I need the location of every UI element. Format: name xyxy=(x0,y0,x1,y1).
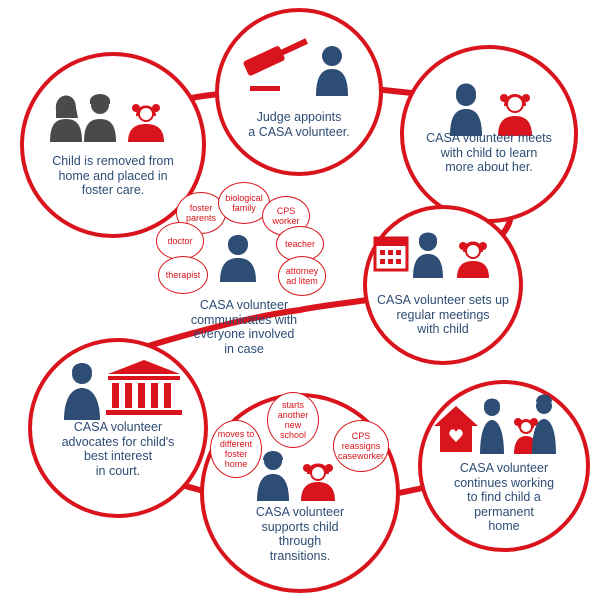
transition-bubble-new-school: starts another new school xyxy=(267,392,319,448)
courthouse-icon xyxy=(106,360,182,415)
volunteer-person-icon xyxy=(220,235,256,282)
step-8-circle xyxy=(418,380,590,552)
transition-bubble-foster-home: moves to different foster home xyxy=(210,420,262,478)
house-icon xyxy=(434,406,478,452)
contact-bubble-foster-parents: foster parents xyxy=(176,192,226,234)
calendar-meeting-icon xyxy=(373,232,489,278)
step-8-caption: CASA volunteer continues working to find… xyxy=(453,461,555,533)
step-3-circle xyxy=(400,45,578,223)
judge-gavel-icon xyxy=(243,38,348,96)
step-3-caption: CASA volunteer meets with child to learn… xyxy=(426,131,552,174)
contact-bubble-biological-family: biological family xyxy=(218,182,270,224)
volunteer-and-child-icon xyxy=(257,451,335,501)
step-4-circle xyxy=(363,205,523,365)
step-5-caption: CASA volunteer communicates with everyon… xyxy=(190,298,298,356)
step-2-circle xyxy=(215,8,383,176)
transition-bubble-cps-caseworker: CPS reassigns caseworker xyxy=(333,420,389,472)
family-home-icon xyxy=(434,394,556,454)
step-2-caption: Judge appoints a CASA volunteer. xyxy=(248,110,350,139)
step-4-caption: CASA volunteer sets up regular meetings … xyxy=(376,293,510,336)
contact-bubble-doctor: doctor xyxy=(156,222,204,260)
contact-bubble-attorney-ad-litem: attorney ad litem xyxy=(278,256,326,296)
step-6-circle xyxy=(28,338,208,518)
step-6-caption: CASA volunteer advocates for child's bes… xyxy=(61,420,175,478)
step-1-circle xyxy=(20,52,206,238)
family-icon xyxy=(50,94,164,142)
volunteer-courthouse-icon xyxy=(64,360,182,420)
step-7-caption: CASA volunteer supports child through tr… xyxy=(255,505,345,563)
volunteer-and-child-icon xyxy=(450,83,532,136)
step-1-caption: Child is removed from home and placed in… xyxy=(52,154,174,197)
contact-bubble-therapist: therapist xyxy=(158,256,208,294)
